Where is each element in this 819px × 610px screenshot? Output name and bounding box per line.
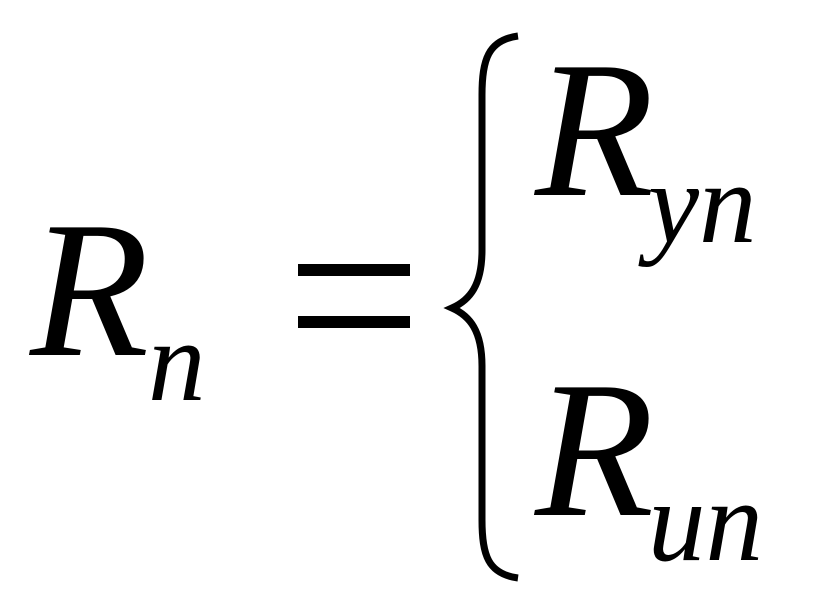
case-2-symbol: R	[533, 342, 654, 558]
lhs-subscript: n	[148, 298, 206, 425]
case-1-subscript: yn	[638, 140, 757, 267]
left-brace	[443, 32, 519, 582]
equals-sign	[298, 264, 410, 328]
case-1-symbol: R	[533, 22, 654, 238]
case-2-subscript: un	[648, 458, 763, 585]
lhs-symbol: R	[28, 182, 149, 398]
